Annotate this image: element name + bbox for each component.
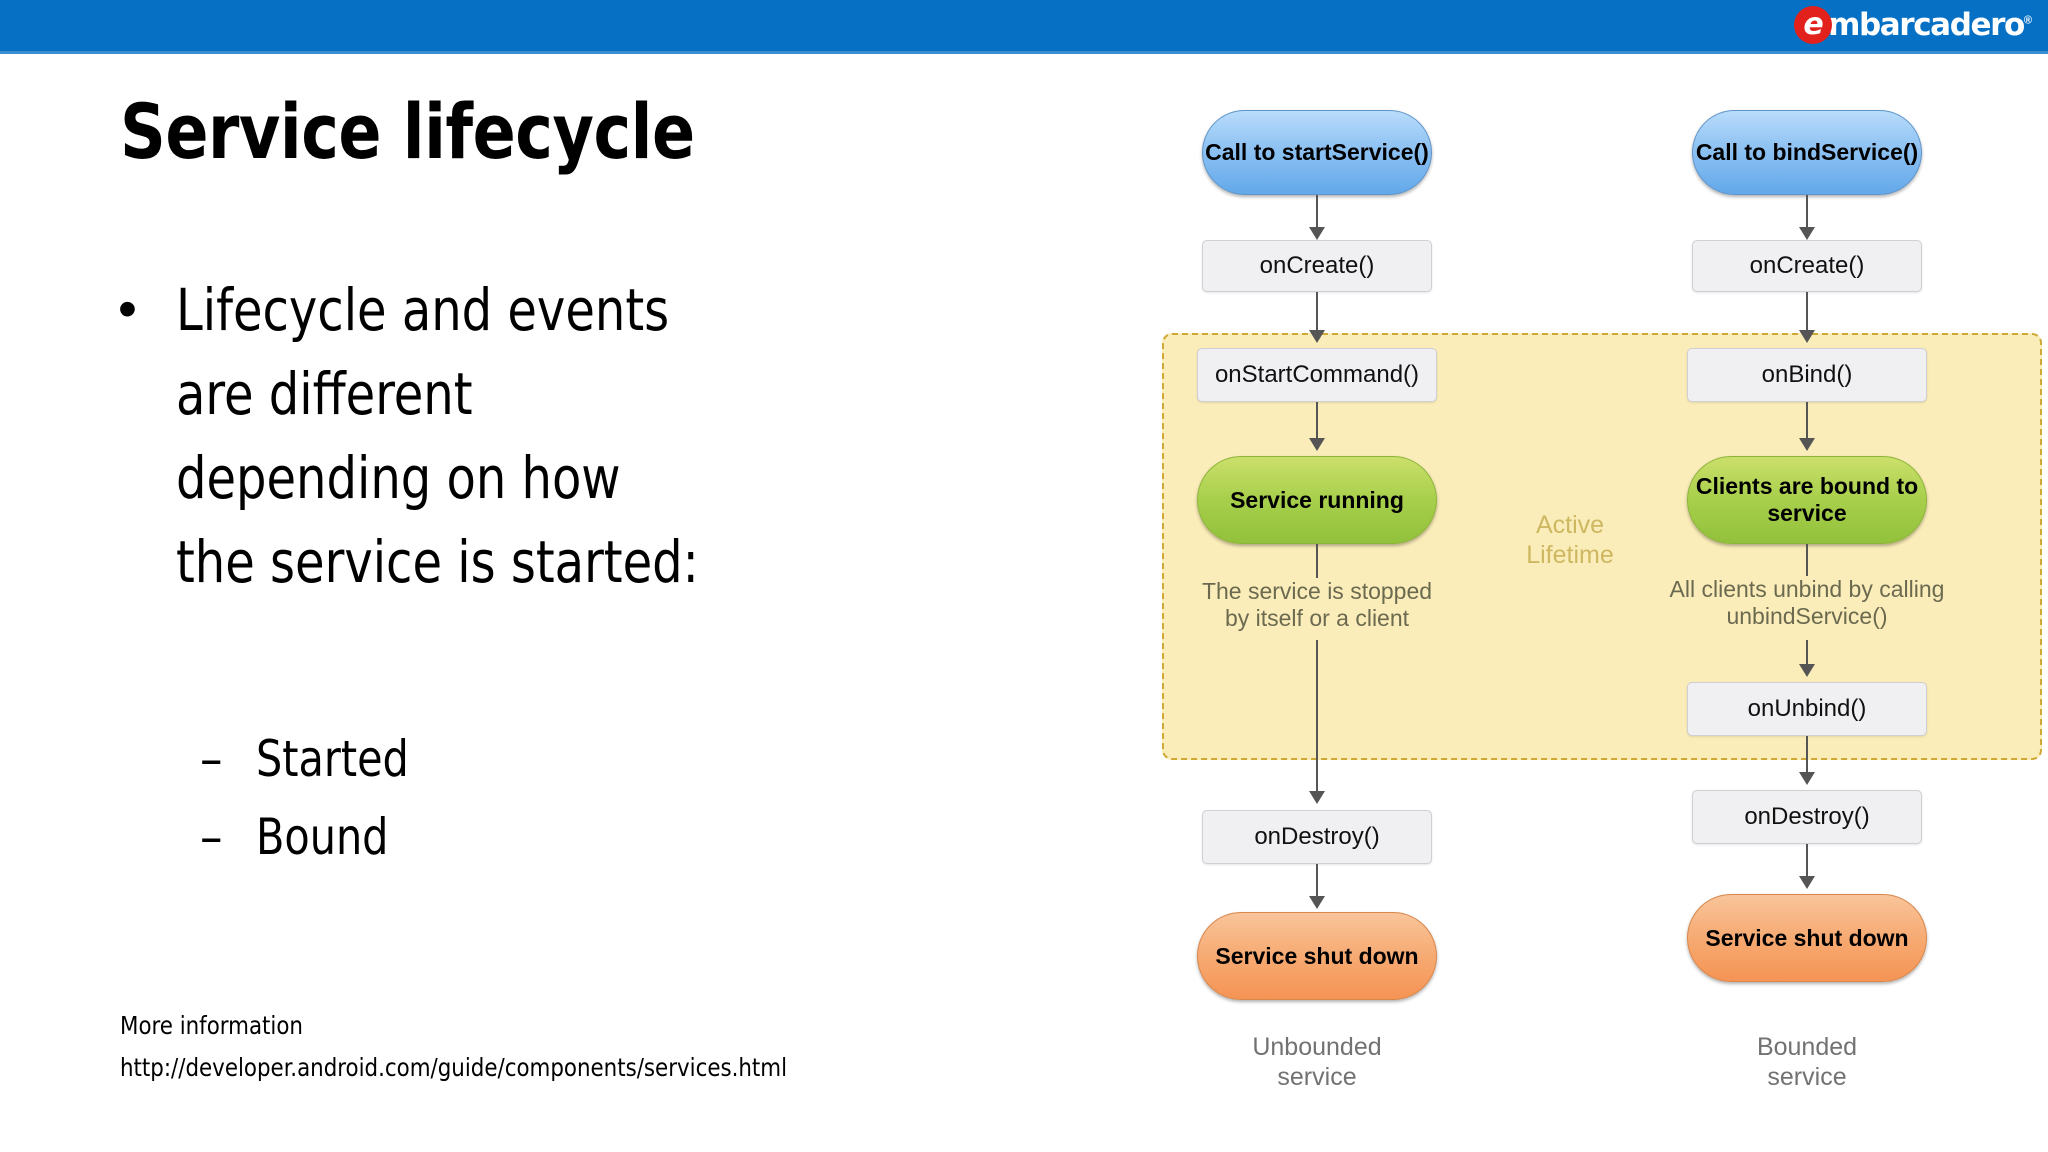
brand-bar bbox=[0, 0, 2048, 51]
sub-bullet-list: – Started – Bound bbox=[200, 730, 422, 886]
connector-line bbox=[1316, 402, 1318, 444]
footnote-heading: More information bbox=[120, 1011, 303, 1040]
logo-wordmark: mbarcadero® bbox=[1828, 7, 2032, 43]
node-service-running: Service running bbox=[1197, 456, 1437, 544]
list-item: • Lifecycle and events are different dep… bbox=[118, 268, 878, 604]
connector-arrowhead-icon bbox=[1309, 896, 1325, 909]
caption-bounded-service: Bounded service bbox=[1756, 1033, 1858, 1091]
connector-line bbox=[1806, 402, 1808, 444]
connector-line bbox=[1316, 640, 1318, 800]
logo-circle-icon: e bbox=[1794, 6, 1833, 44]
connector-arrowhead-icon bbox=[1309, 438, 1325, 451]
connector-line bbox=[1316, 544, 1318, 578]
list-item: – Bound bbox=[200, 808, 422, 866]
page-title: Service lifecycle bbox=[120, 87, 695, 176]
bullet-list: • Lifecycle and events are different dep… bbox=[118, 268, 878, 604]
node-call-to-bind-service: Call to bindService() bbox=[1692, 110, 1922, 195]
bullet-item-text: Lifecycle and events are different depen… bbox=[176, 276, 699, 596]
embarcadero-logo: e mbarcadero® bbox=[1794, 4, 2032, 46]
bullet-marker-icon: • bbox=[118, 279, 137, 339]
connector-arrowhead-icon bbox=[1309, 227, 1325, 240]
connector-arrowhead-icon bbox=[1799, 330, 1815, 343]
service-lifecycle-diagram: Active Lifetime Call to startService() o… bbox=[1140, 60, 2048, 1152]
node-on-create-right: onCreate() bbox=[1692, 240, 1922, 292]
logo-letter: e bbox=[1803, 7, 1823, 42]
node-on-destroy-left: onDestroy() bbox=[1202, 810, 1432, 864]
sub-bullet-dash-icon: – bbox=[200, 730, 223, 788]
connector-line bbox=[1806, 544, 1808, 576]
connector-line bbox=[1316, 195, 1318, 233]
connector-arrowhead-icon bbox=[1799, 438, 1815, 451]
connector-arrowhead-icon bbox=[1799, 876, 1815, 889]
node-on-bind: onBind() bbox=[1687, 348, 1927, 402]
node-on-start-command: onStartCommand() bbox=[1197, 348, 1437, 402]
connector-line bbox=[1316, 864, 1318, 902]
list-item: – Started bbox=[200, 730, 422, 788]
active-lifetime-label: Active Lifetime bbox=[1526, 511, 1614, 569]
connector-line bbox=[1806, 844, 1808, 882]
connector-line bbox=[1316, 292, 1318, 335]
node-clients-bound-to-service: Clients are bound to service bbox=[1687, 456, 1927, 544]
connector-arrowhead-icon bbox=[1309, 330, 1325, 343]
node-on-create-left: onCreate() bbox=[1202, 240, 1432, 292]
caption-unbounded-service: Unbounded service bbox=[1252, 1033, 1382, 1091]
node-on-destroy-right: onDestroy() bbox=[1692, 790, 1922, 844]
connector-line bbox=[1806, 736, 1808, 778]
footnote: More information http://developer.androi… bbox=[120, 1005, 787, 1089]
node-on-unbind: onUnbind() bbox=[1687, 682, 1927, 736]
sub-bullet-label-started: Started bbox=[256, 730, 409, 788]
connector-arrowhead-icon bbox=[1799, 772, 1815, 785]
node-service-shut-down-right: Service shut down bbox=[1687, 894, 1927, 982]
connector-line bbox=[1806, 195, 1808, 233]
note-clients-unbind: All clients unbind by calling unbindServ… bbox=[1669, 576, 1945, 629]
sub-bullet-dash-icon: – bbox=[200, 808, 223, 866]
connector-arrowhead-icon bbox=[1799, 664, 1815, 677]
connector-arrowhead-icon bbox=[1799, 227, 1815, 240]
sub-bullet-label-bound: Bound bbox=[256, 808, 389, 866]
brand-bar-underline bbox=[0, 51, 2048, 54]
note-service-stopped: The service is stopped by itself or a cl… bbox=[1201, 578, 1433, 631]
node-call-to-start-service: Call to startService() bbox=[1202, 110, 1432, 195]
connector-line bbox=[1806, 292, 1808, 335]
connector-line bbox=[1806, 640, 1808, 670]
registered-mark: ® bbox=[2023, 14, 2032, 27]
connector-arrowhead-icon bbox=[1309, 791, 1325, 804]
footnote-url[interactable]: http://developer.android.com/guide/compo… bbox=[120, 1053, 788, 1082]
node-service-shut-down-left: Service shut down bbox=[1197, 912, 1437, 1000]
